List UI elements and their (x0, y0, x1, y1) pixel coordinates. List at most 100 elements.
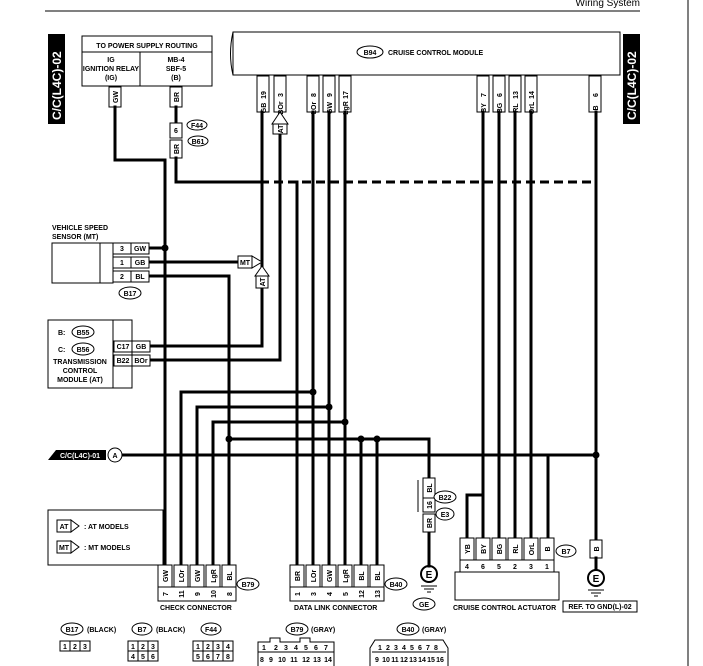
svg-text:RL: RL (513, 103, 520, 113)
svg-text:8: 8 (434, 645, 438, 652)
svg-text:3: 3 (529, 564, 533, 571)
svg-text:(BLACK): (BLACK) (156, 627, 185, 634)
svg-text:5: 5 (141, 654, 145, 661)
svg-text:9: 9 (327, 93, 334, 97)
svg-text:E3: E3 (441, 512, 450, 519)
svg-text:SENSOR (MT): SENSOR (MT) (52, 234, 98, 241)
svg-text:BL: BL (375, 571, 382, 581)
junction-dots (161, 244, 600, 459)
svg-text:12: 12 (400, 657, 408, 664)
svg-text:B40: B40 (402, 627, 415, 634)
power-wire-br-stub: BR (169, 86, 183, 108)
svg-text:MB-4: MB-4 (167, 57, 184, 64)
connector-face-b17: B17 (BLACK) 1 2 3 (59, 622, 116, 652)
svg-text:7: 7 (324, 645, 328, 652)
svg-text:BOr: BOr (134, 358, 148, 365)
svg-text:4: 4 (402, 645, 406, 652)
svg-text:5: 5 (196, 654, 200, 661)
transmission-control-module: B: B55 C: B56 TRANSMISSION CONTROL MODUL… (47, 319, 151, 389)
svg-text:B40: B40 (390, 582, 403, 589)
svg-text:19: 19 (261, 91, 268, 99)
svg-text:CONTROL: CONTROL (63, 368, 98, 375)
svg-text:14: 14 (529, 91, 536, 99)
connector-face-b79: B79 (GRAY) 1 2 3 4 5 6 7 8 9 10 11 12 13… (257, 622, 335, 666)
svg-text:MT: MT (240, 260, 251, 267)
data-link-connector: BR LOr GW LgR BL BL 1 3 4 5 12 13 B40 DA… (289, 564, 408, 612)
svg-text:10: 10 (382, 657, 390, 664)
svg-text:11: 11 (290, 657, 298, 664)
svg-text:BL: BL (359, 571, 366, 581)
module-pin-rl: 13 RL (508, 75, 522, 113)
svg-text:16: 16 (427, 501, 434, 509)
check-connector: GW LOr GW LgR BL 7 11 9 10 8 B79 CHECK C… (157, 564, 260, 612)
svg-text:17: 17 (343, 91, 350, 99)
svg-text:LgR: LgR (343, 569, 350, 583)
svg-text:AT: AT (60, 524, 70, 531)
svg-text:9: 9 (195, 592, 202, 596)
svg-text:13: 13 (375, 590, 382, 598)
svg-text:GW: GW (327, 102, 334, 114)
svg-text:2: 2 (141, 644, 145, 651)
svg-text:REF. TO GND(L)-02: REF. TO GND(L)-02 (568, 604, 631, 611)
svg-text:13: 13 (513, 91, 520, 99)
svg-text:BOr: BOr (278, 101, 285, 115)
svg-text:GW: GW (134, 246, 146, 253)
svg-text:TRANSMISSION: TRANSMISSION (53, 359, 107, 366)
ref-c-c-l4c-01: C/C(L4C)-01 A (48, 447, 123, 463)
svg-text:4: 4 (226, 644, 230, 651)
connector-face-b7: B7 (BLACK) 1 2 3 4 5 6 (127, 622, 185, 662)
svg-text:A: A (112, 453, 117, 460)
svg-text:LgR: LgR (343, 101, 350, 115)
svg-text:B: B (594, 546, 601, 551)
svg-text:7: 7 (163, 592, 170, 596)
power-supply-box: TO POWER SUPPLY ROUTING IG IGNITION RELA… (81, 35, 213, 87)
svg-text:SBF-5: SBF-5 (166, 66, 186, 73)
svg-text:C/C(L4C)-02: C/C(L4C)-02 (625, 51, 639, 120)
svg-text:BR: BR (174, 144, 181, 154)
svg-text:BL: BL (135, 274, 145, 281)
ground-link-b22-e3: BL 16 BR B22 E3 E GE (412, 477, 457, 611)
svg-text:F44: F44 (205, 627, 217, 634)
svg-text:4: 4 (327, 592, 334, 596)
svg-text:12: 12 (302, 657, 310, 664)
svg-text:1: 1 (120, 260, 124, 267)
module-pin-gw: 9 GW (322, 75, 336, 114)
svg-text:4: 4 (294, 645, 298, 652)
svg-text:CHECK CONNECTOR: CHECK CONNECTOR (160, 605, 232, 612)
module-pin-bg: 6 BG (492, 75, 506, 113)
svg-text:7: 7 (426, 645, 430, 652)
svg-text:6: 6 (174, 128, 178, 135)
svg-text:LOr: LOr (179, 570, 186, 583)
svg-text:8: 8 (311, 93, 318, 97)
svg-text:B22: B22 (117, 358, 130, 365)
svg-text:5: 5 (304, 645, 308, 652)
module-connector-id: B94 (364, 50, 377, 57)
svg-text:4: 4 (465, 564, 469, 571)
svg-text:OrL: OrL (529, 542, 536, 555)
svg-text:BG: BG (497, 543, 504, 554)
mt-marker: MT (237, 255, 263, 269)
svg-text:GB: GB (135, 260, 146, 267)
svg-text:1: 1 (131, 644, 135, 651)
svg-text:GW: GW (163, 570, 170, 582)
ground-ref-gnd-l-02: B E REF. TO GND(L)-02 (562, 539, 638, 613)
svg-text:AT: AT (278, 124, 285, 134)
svg-text:3: 3 (394, 645, 398, 652)
svg-text:TO POWER SUPPLY ROUTING: TO POWER SUPPLY ROUTING (96, 43, 198, 50)
svg-text:MODULE (AT): MODULE (AT) (57, 377, 103, 384)
svg-text:1: 1 (545, 564, 549, 571)
svg-text:C/C(L4C)-01: C/C(L4C)-01 (60, 453, 100, 460)
svg-text:B55: B55 (77, 330, 90, 337)
svg-text:(IG): (IG) (105, 75, 117, 82)
svg-text:10: 10 (278, 657, 286, 664)
page-header-title: Wiring System (576, 0, 640, 9)
svg-text:4: 4 (131, 654, 135, 661)
svg-text:2: 2 (206, 644, 210, 651)
svg-text:VEHICLE SPEED: VEHICLE SPEED (52, 225, 108, 232)
svg-text:(B): (B) (171, 75, 181, 82)
svg-text:BL: BL (227, 571, 234, 581)
svg-text:15: 15 (427, 657, 435, 664)
svg-text:3: 3 (83, 644, 87, 651)
svg-text:8: 8 (260, 657, 264, 664)
